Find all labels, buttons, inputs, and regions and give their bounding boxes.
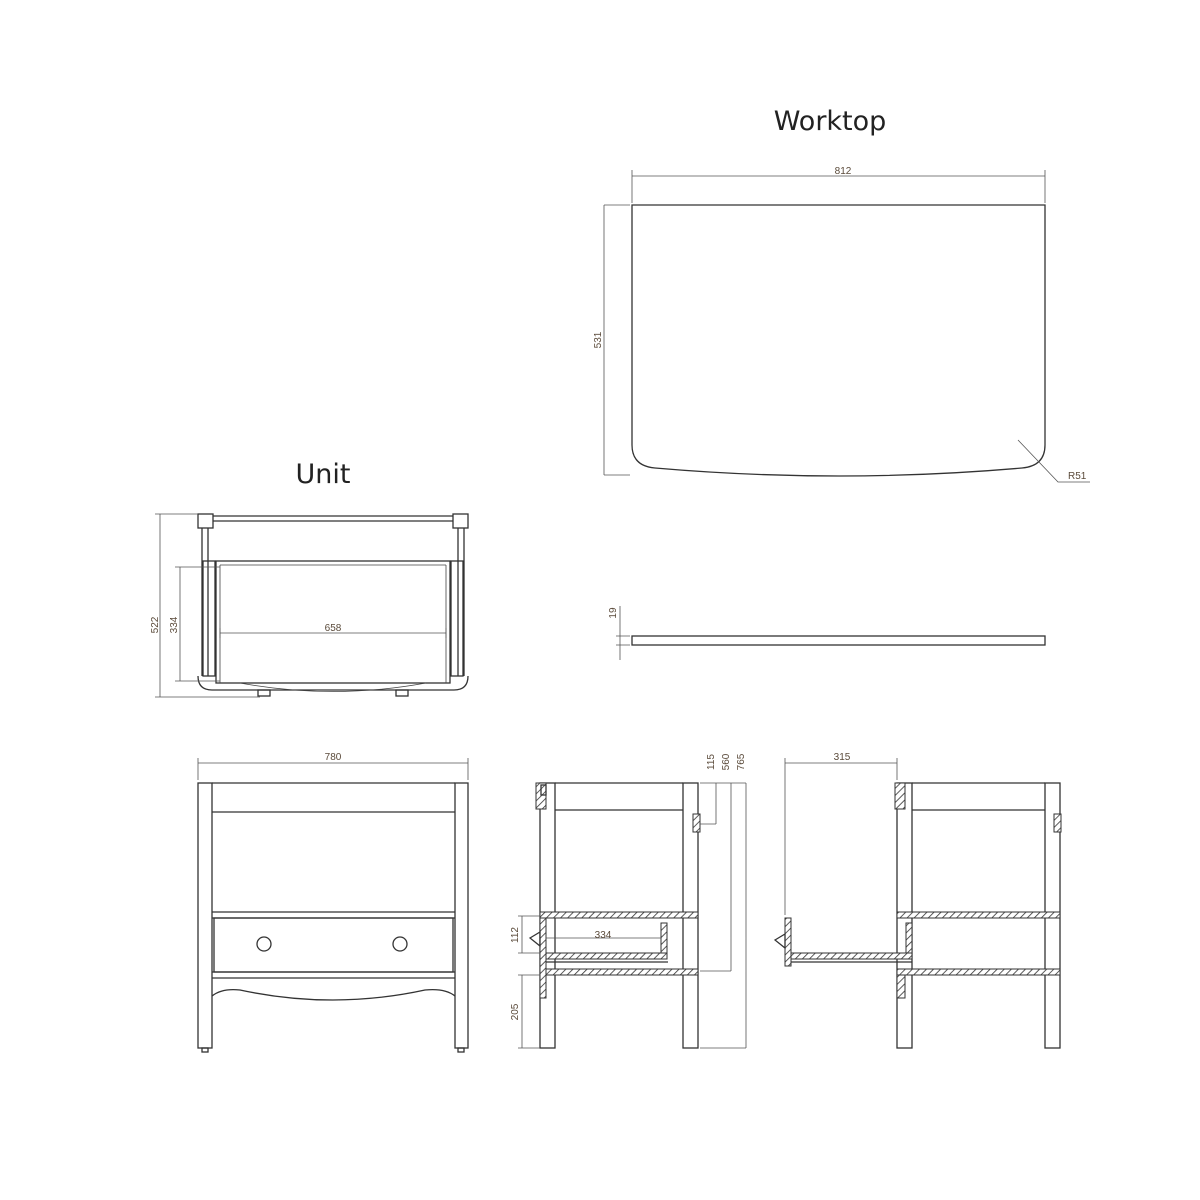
unit-width-label: 780 (325, 752, 342, 763)
dim-112-label: 112 (510, 927, 521, 943)
worktop-side-view: 19 (608, 606, 1046, 660)
unit-drawer-depth-label: 334 (169, 616, 180, 633)
worktop-thickness-label: 19 (608, 607, 619, 619)
worktop-plan-view: 812 531 R51 (593, 166, 1090, 483)
unit-depth-label: 522 (150, 616, 161, 633)
unit-plan-view: 522 334 658 (150, 513, 469, 698)
dim-205-label: 205 (510, 1003, 521, 1020)
section-drawer-depth-label: 334 (595, 930, 612, 941)
worktop-radius-label: R51 (1068, 471, 1087, 482)
worktop-depth-label: 531 (593, 331, 604, 348)
unit-section-view: 334 115 560 765 112 205 (510, 753, 747, 1049)
unit-side-view: 315 (773, 752, 1062, 1049)
dim-115-label: 115 (706, 754, 717, 770)
dim-315-label: 315 (834, 752, 851, 763)
worktop-width-label: 812 (835, 166, 852, 177)
dim-765-label: 765 (736, 753, 747, 770)
drawer-knob-left (256, 936, 272, 952)
unit-title: Unit (296, 459, 351, 490)
worktop-title: Worktop (774, 106, 887, 137)
unit-drawer-width-label: 658 (325, 623, 342, 634)
unit-front-view: 780 (197, 752, 469, 1053)
drawer-knob-right (392, 936, 408, 952)
dim-560-label: 560 (721, 753, 732, 770)
